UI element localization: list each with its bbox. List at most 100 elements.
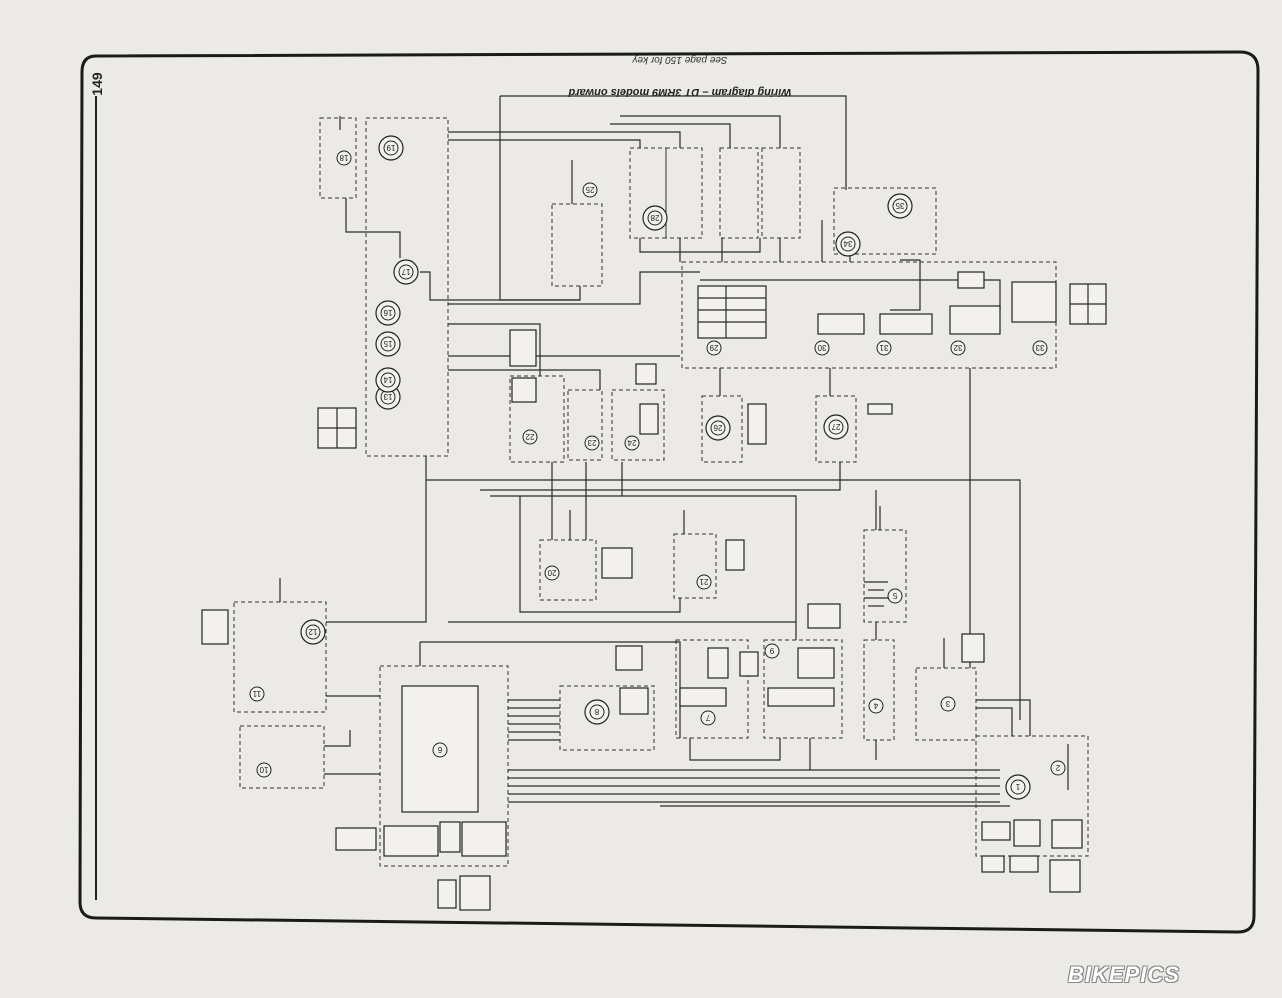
connector-blocks — [201, 271, 1107, 911]
component-10-badge — [256, 762, 272, 778]
component-enclosures — [233, 117, 1089, 867]
component-22-badge — [522, 429, 538, 445]
watermark-logo: BIKEPICS — [1068, 962, 1180, 987]
component-13-label: 13 — [383, 392, 392, 401]
component-11-badge — [249, 686, 265, 702]
component-24-label: 24 — [627, 438, 636, 447]
component-32-badge — [950, 340, 966, 356]
component-2-label: 2 — [1055, 763, 1060, 772]
component-19-badge — [383, 140, 399, 156]
component-26-badge — [710, 420, 726, 436]
component-16: 16 — [375, 300, 401, 326]
component-15-badge — [380, 336, 396, 352]
component-5-badge — [887, 588, 903, 604]
component-33-badge — [1032, 340, 1048, 356]
component-9-label: 9 — [769, 646, 774, 655]
component-8-label: 8 — [594, 707, 599, 716]
component-32-label: 32 — [953, 343, 962, 352]
component-11: 11 — [249, 686, 265, 702]
wiring-harness — [279, 95, 1069, 807]
component-35: 35 — [887, 193, 913, 219]
component-34-label: 34 — [843, 239, 852, 248]
component-12: 12 — [300, 619, 326, 645]
component-16-badge — [380, 305, 396, 321]
component-2-badge — [1050, 760, 1066, 776]
component-25-badge — [582, 182, 598, 198]
component-25-label: 25 — [585, 185, 594, 194]
component-32: 32 — [950, 340, 966, 356]
component-30: 30 — [814, 340, 830, 356]
component-29-label: 29 — [709, 343, 718, 352]
component-33-label: 33 — [1035, 343, 1044, 352]
component-18: 18 — [336, 150, 352, 166]
component-9: 9 — [764, 643, 780, 659]
component-21-badge — [696, 574, 712, 590]
component-30-label: 30 — [817, 343, 826, 352]
component-20-label: 20 — [547, 568, 556, 577]
battery-symbol — [864, 581, 888, 607]
component-18-label: 18 — [339, 153, 348, 162]
component-22: 22 — [522, 429, 538, 445]
component-22-label: 22 — [525, 432, 534, 441]
component-35-badge — [892, 198, 908, 214]
component-8-badge — [589, 704, 605, 720]
component-34: 34 — [835, 231, 861, 257]
component-7-label: 7 — [705, 713, 710, 722]
component-28-label: 28 — [650, 213, 659, 222]
component-30-badge — [814, 340, 830, 356]
component-16-label: 16 — [383, 308, 392, 317]
component-20: 20 — [544, 565, 560, 581]
component-10-label: 10 — [259, 765, 268, 774]
component-6: 6 — [432, 742, 448, 758]
component-10: 10 — [256, 762, 272, 778]
component-17-label: 17 — [401, 267, 410, 276]
component-15-label: 15 — [383, 339, 392, 348]
component-26: 26 — [705, 415, 731, 441]
component-19-label: 19 — [386, 143, 395, 152]
component-7-badge — [700, 710, 716, 726]
component-5-label: 5 — [892, 591, 897, 600]
component-5: 5 — [887, 588, 903, 604]
component-35-label: 35 — [895, 201, 904, 210]
component-12-label: 12 — [308, 627, 317, 636]
component-8: 8 — [584, 699, 610, 725]
component-1: 1 — [1005, 774, 1031, 800]
component-17-badge — [398, 264, 414, 280]
component-31: 31 — [876, 340, 892, 356]
component-27-label: 27 — [831, 422, 840, 431]
component-31-badge — [876, 340, 892, 356]
component-23-label: 23 — [587, 438, 596, 447]
component-17: 17 — [393, 259, 419, 285]
component-31-label: 31 — [879, 343, 888, 352]
component-21: 21 — [696, 574, 712, 590]
component-34-badge — [840, 236, 856, 252]
component-29: 29 — [706, 340, 722, 356]
component-3-badge — [940, 696, 956, 712]
component-28: 28 — [642, 205, 668, 231]
component-3: 3 — [940, 696, 956, 712]
component-2: 2 — [1050, 760, 1066, 776]
component-15: 15 — [375, 331, 401, 357]
component-9-badge — [764, 643, 780, 659]
component-24: 24 — [624, 435, 640, 451]
component-11-label: 11 — [252, 689, 261, 698]
component-24-badge — [624, 435, 640, 451]
component-27-badge — [828, 419, 844, 435]
component-23-badge — [584, 435, 600, 451]
component-6-badge — [432, 742, 448, 758]
component-14: 14 — [375, 367, 401, 393]
component-28-badge — [647, 210, 663, 226]
component-29-badge — [706, 340, 722, 356]
component-33: 33 — [1032, 340, 1048, 356]
component-4: 4 — [868, 698, 884, 714]
component-19: 19 — [378, 135, 404, 161]
component-21-label: 21 — [699, 577, 708, 586]
component-4-label: 4 — [873, 701, 878, 710]
component-25: 25 — [582, 182, 598, 198]
component-3-label: 3 — [945, 699, 950, 708]
component-7: 7 — [700, 710, 716, 726]
component-18-badge — [336, 150, 352, 166]
component-12-badge — [305, 624, 321, 640]
